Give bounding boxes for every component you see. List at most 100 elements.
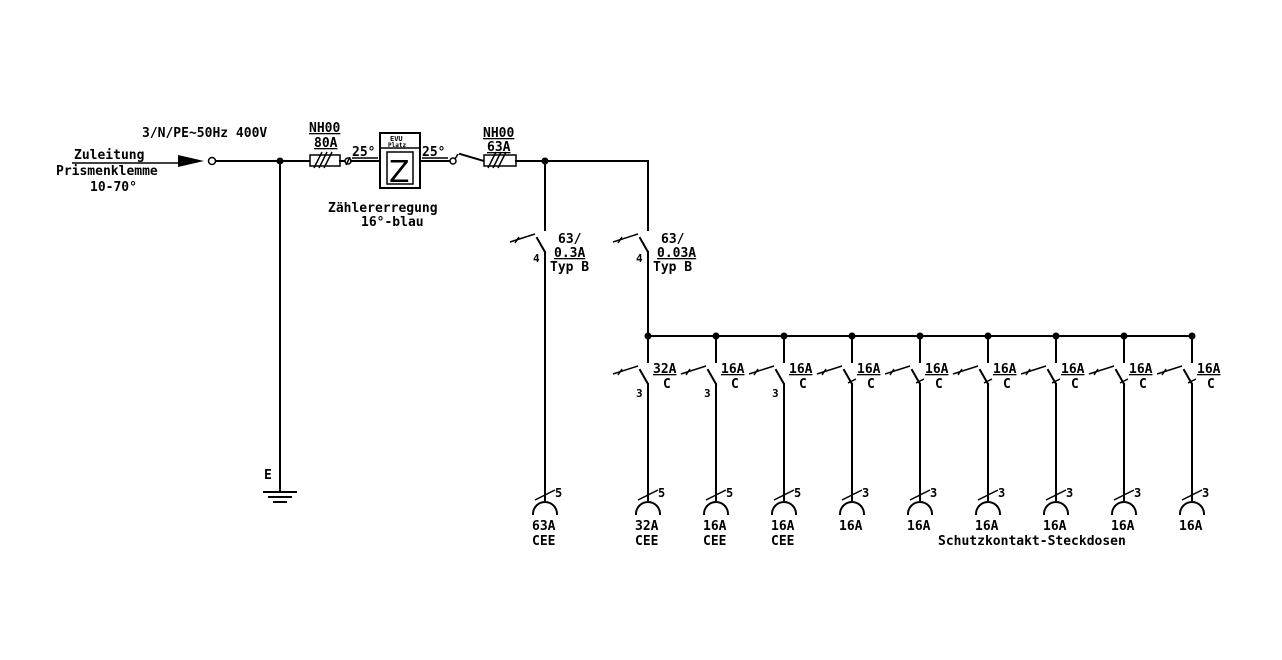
socket-icon xyxy=(974,501,1002,516)
rcd-trip: 0.03A xyxy=(657,246,696,261)
mcb-rating: 16A xyxy=(925,362,949,377)
breaker-handle xyxy=(514,236,520,244)
socket-icon xyxy=(1110,501,1138,516)
socket-tick xyxy=(1181,489,1203,501)
mcb-curve: C xyxy=(1139,377,1147,392)
socket-tick xyxy=(977,489,999,501)
breaker-contact xyxy=(535,236,547,254)
mcb-rating: 16A xyxy=(857,362,881,377)
breaker-contact xyxy=(706,368,718,386)
breaker-handle xyxy=(748,365,775,375)
mcb-curve: C xyxy=(935,377,943,392)
socket-tick xyxy=(1113,489,1135,501)
mcb-curve: C xyxy=(731,377,739,392)
mcb-curve: C xyxy=(663,377,671,392)
breaker-handle xyxy=(957,368,963,376)
mcb-rating: 16A xyxy=(1129,362,1153,377)
socket-poles: 3 xyxy=(862,486,869,500)
mcb-curve: C xyxy=(799,377,807,392)
socket-poles: 3 xyxy=(998,486,1005,500)
socket-tick xyxy=(773,489,795,501)
supply-label-1: Zuleitung xyxy=(74,148,144,163)
meter-box-top: EVU xyxy=(390,135,403,143)
socket-icon xyxy=(1042,501,1070,516)
mcb-curve: C xyxy=(1003,377,1011,392)
socket-icon xyxy=(1178,501,1206,516)
socket-rating: 32A xyxy=(635,519,659,534)
breaker-handle xyxy=(753,368,759,376)
socket-poles: 3 xyxy=(1066,486,1073,500)
breaker-handle xyxy=(617,368,623,376)
main-fuse-type: NH00 xyxy=(309,121,340,136)
mcb-tick xyxy=(915,378,925,384)
breaker-handle xyxy=(612,233,639,243)
mcb-tick xyxy=(847,378,857,384)
meter: 25° EVU Platz Z 25° Zählererregung 16°-b… xyxy=(328,132,459,230)
breaker-handle xyxy=(1156,365,1183,375)
schuko-label: Schutzkontakt-Steckdosen xyxy=(938,534,1126,549)
socket-rating: 16A xyxy=(1111,519,1135,534)
breaker-handle xyxy=(1088,365,1115,375)
socket-rating: 16A xyxy=(975,519,999,534)
socket-icon xyxy=(770,501,798,516)
breaker-handle xyxy=(821,368,827,376)
socket-rating: 63A xyxy=(532,519,556,534)
socket-tick xyxy=(637,489,659,501)
mcb-poles: 3 xyxy=(636,387,643,400)
socket-rating: 16A xyxy=(771,519,795,534)
meter-note-2: 16°-blau xyxy=(361,215,424,230)
socket-type: CEE xyxy=(703,534,726,549)
fuse-2: NH00 63A xyxy=(458,126,649,169)
main-line xyxy=(215,157,311,165)
fuse-2-rating: 63A xyxy=(487,140,511,155)
mcb-rating: 16A xyxy=(1197,362,1221,377)
rcd-rating: 63/ xyxy=(661,232,685,247)
mcb-poles: 3 xyxy=(704,387,711,400)
mcb-poles: 3 xyxy=(772,387,779,400)
breaker-handle xyxy=(884,365,911,375)
rcd-poles: 4 xyxy=(636,252,643,265)
socket-tick xyxy=(705,489,727,501)
fuse-2-type: NH00 xyxy=(483,126,514,141)
socket-type: CEE xyxy=(635,534,658,549)
socket-type: CEE xyxy=(532,534,555,549)
socket-tick xyxy=(841,489,863,501)
mcb-rating: 16A xyxy=(993,362,1017,377)
socket-rating: 16A xyxy=(1179,519,1203,534)
main-fuse-rating: 80A xyxy=(314,136,338,151)
earth-label: E xyxy=(264,468,272,483)
supply-label-3: 10-70° xyxy=(90,180,137,195)
breaker-handle xyxy=(952,365,979,375)
socket-icon xyxy=(634,501,662,516)
rcd-rating: 63/ xyxy=(558,232,582,247)
socket-poles: 3 xyxy=(930,486,937,500)
socket-tick xyxy=(1045,489,1067,501)
mcb-tick xyxy=(1051,378,1061,384)
meter-wire-in: 25° xyxy=(352,145,375,160)
mcb-tick xyxy=(983,378,993,384)
socket-type: CEE xyxy=(771,534,794,549)
main-fuse: NH00 80A xyxy=(309,121,352,169)
socket-tick xyxy=(909,489,931,501)
socket-poles: 5 xyxy=(658,486,665,500)
mcb-curve: C xyxy=(1071,377,1079,392)
breaker-handle xyxy=(1161,368,1167,376)
mcb-rating: 16A xyxy=(1061,362,1085,377)
mcb-rating: 16A xyxy=(721,362,745,377)
socket-poles: 5 xyxy=(726,486,733,500)
breaker-handle xyxy=(889,368,895,376)
